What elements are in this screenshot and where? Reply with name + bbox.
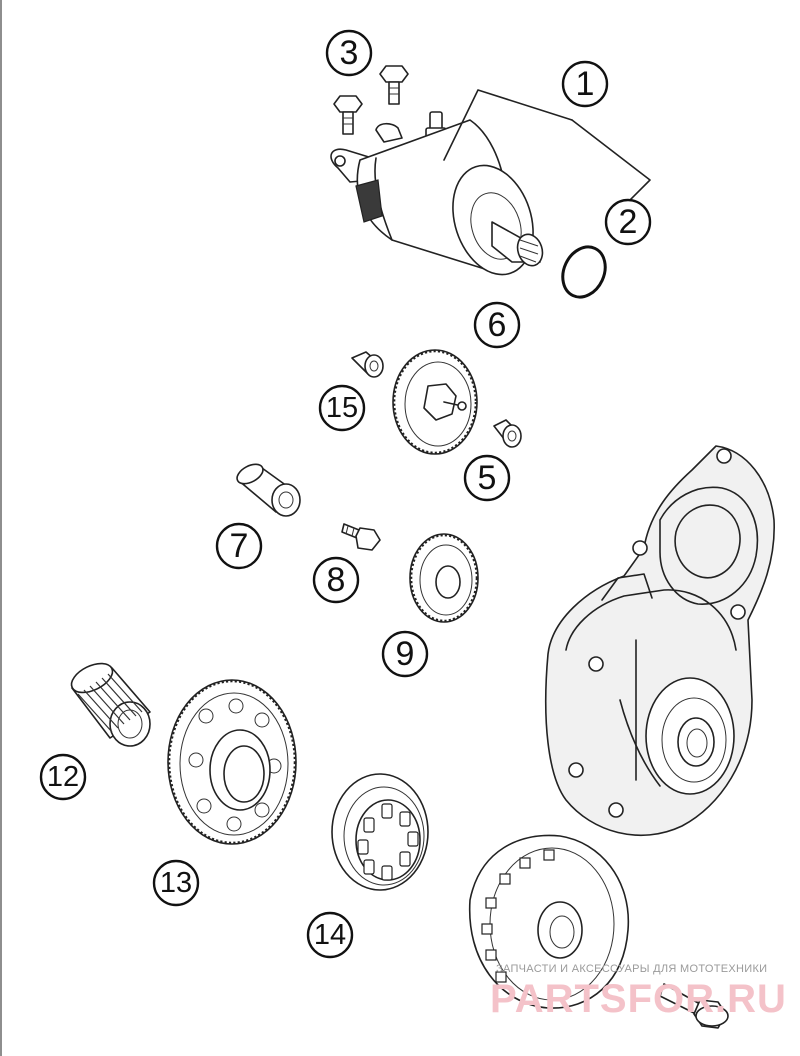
freewheel	[331, 773, 429, 891]
sleeve-pin	[236, 463, 301, 517]
rotor	[468, 834, 630, 1009]
ignition-cover	[544, 445, 775, 837]
idler-gear	[409, 533, 479, 623]
callout-7: 7	[215, 522, 263, 570]
watermark-tagline: ЗАПЧАСТИ И АКСЕССУАРЫ ДЛЯ МОТОТЕХНИКИ	[496, 963, 767, 975]
callout-3: 3	[325, 29, 373, 77]
callout-1-label: 1	[576, 65, 595, 103]
callout-12: 12	[39, 753, 87, 801]
watermark-brand: PARTSFOR.RU	[490, 977, 787, 1021]
callout-5: 5	[463, 454, 511, 502]
needle-bearing	[70, 662, 151, 747]
bushing-upper	[351, 351, 384, 378]
callout-14-label: 14	[314, 919, 346, 951]
callout-6: 6	[473, 301, 521, 349]
intermediate-gear	[392, 349, 478, 455]
callout-3-label: 3	[340, 34, 359, 72]
large-starter-gear	[167, 679, 297, 845]
callout-8-label: 8	[327, 561, 346, 599]
callout-9-label: 9	[396, 635, 415, 673]
callout-9: 9	[381, 630, 429, 678]
screw	[341, 523, 381, 551]
callout-14: 14	[306, 911, 354, 959]
callout-2: 2	[604, 198, 652, 246]
callout-2-label: 2	[619, 203, 638, 241]
callout-6-label: 6	[488, 306, 507, 344]
callout-15: 15	[318, 384, 366, 432]
callout-1: 1	[561, 60, 609, 108]
starter-motor	[330, 111, 544, 276]
callout-15-label: 15	[326, 392, 358, 424]
bolt-pair	[333, 65, 409, 135]
flange-bolt	[659, 983, 729, 1029]
watermark: ЗАПЧАСТИ И АКСЕССУАРЫ ДЛЯ МОТОТЕХНИКИ PA…	[490, 963, 787, 1021]
callout-8: 8	[312, 556, 360, 604]
callout-12-label: 12	[47, 761, 79, 793]
callout-13-label: 13	[160, 867, 192, 899]
callout-5-label: 5	[478, 459, 497, 497]
callout-7-label: 7	[230, 527, 249, 565]
callout-13: 13	[152, 859, 200, 907]
bushing-lower	[493, 419, 522, 448]
o-ring	[561, 245, 607, 299]
